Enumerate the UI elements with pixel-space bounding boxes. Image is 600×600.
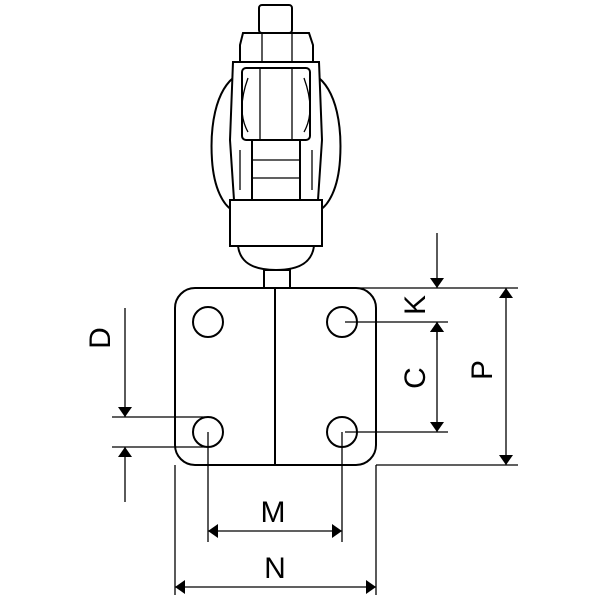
cap-bottom [236,245,316,272]
left-lobe [210,74,238,211]
dimension-p: P [466,288,513,465]
dimension-m: M [208,496,342,538]
spindle-cap [229,199,323,247]
right-lobe [314,74,342,211]
dimension-n: N [175,552,376,594]
spindle-body [251,139,301,201]
label-k: K [399,295,432,315]
label-m: M [261,496,286,529]
hex-nut-upper [239,32,314,63]
mounting-hole-top-left [192,306,224,338]
label-n: N [264,552,286,585]
label-c: C [399,367,432,389]
hex-nut-inner [241,67,311,141]
label-p: P [466,360,499,380]
clamp-head [210,4,342,289]
dimension-k: K [399,233,444,340]
extension-lines [112,287,518,595]
plunger-neck [263,269,291,289]
threaded-stud [258,4,293,34]
dimension-c: C [399,322,444,432]
base-plate [174,287,377,466]
dimension-d: D [84,308,132,502]
label-d: D [84,327,117,349]
